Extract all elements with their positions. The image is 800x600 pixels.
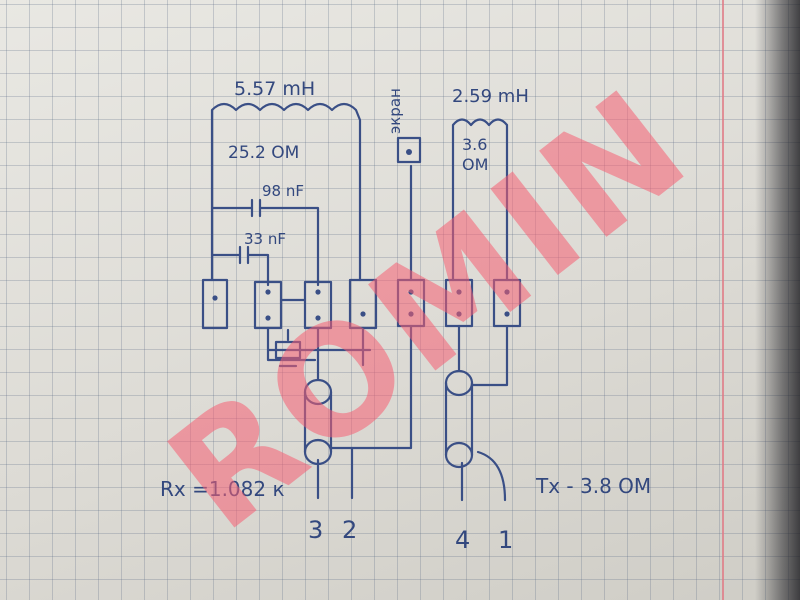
terminal-dot-5a [408, 289, 414, 295]
tx-label: Tx - 3.8 ОМ [535, 474, 651, 498]
right-coil: 2.59 mH 3.6 ОМ [451, 86, 529, 282]
cap-lower-label: 33 nF [244, 230, 286, 248]
terminal-number-2: 2 [342, 516, 357, 544]
right-inductor-symbol [451, 118, 509, 282]
terminal-block-row [201, 278, 522, 330]
terminal-block-5 [396, 278, 426, 328]
terminal-dot-4 [360, 311, 366, 317]
right-cable-body [444, 381, 474, 457]
trim-wiper [278, 328, 298, 368]
right-resistance-value: 3.6 [462, 135, 487, 154]
notebook-edge-shadow [755, 0, 800, 600]
terminal-dot-6b [456, 311, 462, 317]
left-cable [303, 164, 413, 500]
paper-margin-line [722, 0, 724, 600]
screen-box [396, 136, 422, 164]
left-inductance-label: 5.57 mH [234, 78, 315, 100]
left-cable-body [303, 390, 333, 454]
capacitor-network: 98 nF 33 nF [210, 182, 320, 287]
terminal-block-2 [253, 280, 283, 330]
trim-resistor [266, 326, 372, 382]
cap-lower-wires [210, 253, 270, 287]
right-cable-bottom-end [444, 441, 474, 469]
terminal-block-4 [348, 278, 378, 330]
left-cable-leads [316, 446, 354, 500]
terminal-block-7 [492, 278, 522, 328]
cap-upper-wires [210, 206, 320, 287]
right-cable [444, 324, 509, 502]
screen-dot [406, 149, 412, 155]
left-cable-top-end [303, 378, 333, 406]
left-coil: 5.57 mH 25.2 ОМ [210, 78, 362, 282]
trim-wires [266, 326, 372, 382]
cap-lower-plates [238, 245, 250, 265]
terminal-dot-1 [212, 295, 218, 301]
screen-terminal: экран [386, 88, 422, 164]
left-inductor-symbol [210, 102, 362, 282]
rx-label: Rx =1.082 к [160, 477, 285, 501]
terminal-dot-3b [315, 315, 321, 321]
right-resistance-unit: ОМ [462, 155, 488, 174]
screen-label: экран [386, 88, 404, 134]
trim-body [274, 340, 302, 360]
terminal-block-3 [303, 280, 333, 330]
cap-upper-label: 98 nF [262, 182, 304, 200]
terminal-dot-2b [265, 315, 271, 321]
screen-wire [329, 164, 413, 450]
right-inductance-label: 2.59 mH [452, 86, 529, 107]
left-resistance-label: 25.2 ОМ [228, 143, 299, 163]
terminal-block-1 [201, 278, 229, 330]
terminal-dot-2a [265, 289, 271, 295]
terminal-dot-3a [315, 289, 321, 295]
right-cable-feed [457, 324, 509, 387]
terminal-dot-6a [456, 289, 462, 295]
terminal-number-4: 4 [455, 526, 470, 554]
right-cable-leads [460, 450, 507, 502]
terminal-dot-7b [504, 311, 510, 317]
terminal-dot-7a [504, 289, 510, 295]
terminal-number-3: 3 [308, 516, 323, 544]
cap-upper-plates [250, 198, 262, 218]
terminal-block-6 [444, 278, 474, 328]
terminal-number-1: 1 [498, 526, 513, 554]
terminal-dot-5b [408, 311, 414, 317]
right-cable-top-end [444, 369, 474, 397]
